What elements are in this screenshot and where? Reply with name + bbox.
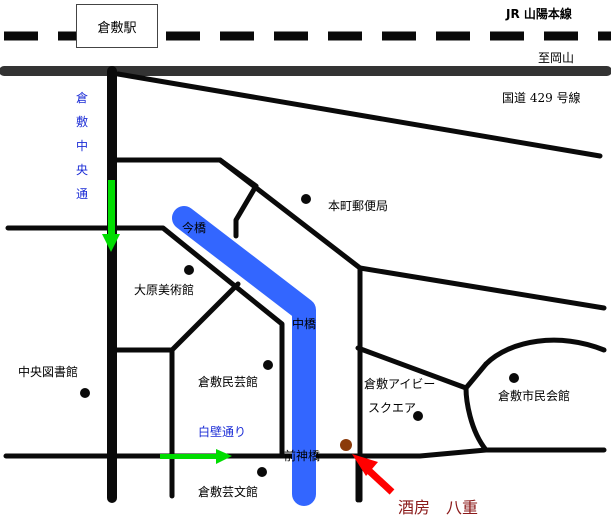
ohara-museum-label: 大原美術館 — [134, 283, 195, 297]
post-office-label: 本町郵便局 — [328, 199, 389, 213]
imabashi-label: 今橋 — [182, 221, 207, 235]
ivy-square-marker — [413, 411, 423, 421]
canal — [172, 206, 316, 506]
civic-hall-marker — [509, 373, 519, 383]
green-arrow-down-icon — [102, 180, 120, 252]
green-arrow-right-icon — [160, 449, 232, 464]
mingeikan-label: 倉敷民芸館 — [198, 375, 259, 389]
mae-kamibashi-label: 前神橋 — [284, 449, 321, 463]
shirakabe-dori-label: 白壁通り — [198, 425, 247, 439]
landmark-markers — [80, 194, 519, 477]
ivy-square-label-1: 倉敷アイビー — [364, 377, 436, 391]
library-label: 中央図書館 — [18, 365, 79, 379]
station-label: 倉敷駅 — [76, 4, 158, 48]
geibunkan-label: 倉敷芸文館 — [198, 485, 259, 499]
chuo-dori-label: 倉 敷 中 央 通 — [75, 91, 88, 201]
railway-label: JR 山陽本線 — [506, 7, 572, 21]
nakabashi-label: 中橋 — [292, 317, 317, 331]
civic-hall-label: 倉敷市民会館 — [498, 389, 571, 403]
ivy-square-label-2: スクエア — [368, 401, 417, 415]
shop-name-label: 酒房 八重 — [398, 498, 479, 517]
geibunkan-marker — [257, 467, 267, 477]
post-office-marker — [301, 194, 311, 204]
route-429-label: 国道 429 号線 — [502, 91, 581, 105]
ohara-museum-marker — [184, 265, 194, 275]
to-okayama-label: 至岡山 — [538, 51, 575, 65]
shop-marker — [340, 439, 352, 451]
library-marker — [80, 388, 90, 398]
red-arrow-icon — [352, 454, 395, 495]
mingeikan-marker — [263, 360, 273, 370]
